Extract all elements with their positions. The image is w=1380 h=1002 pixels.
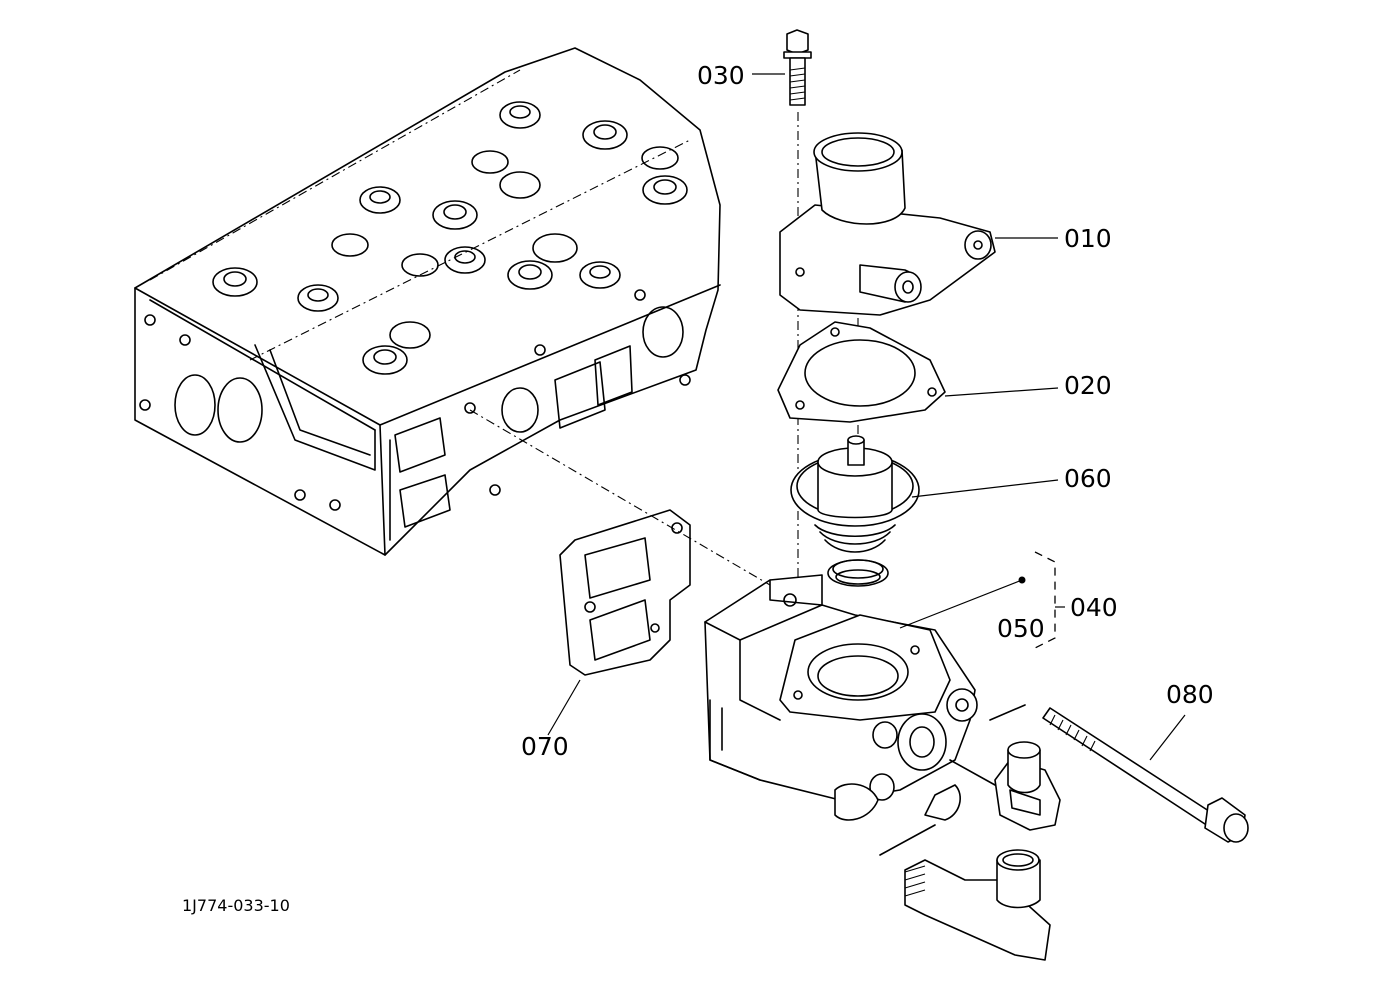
gasket-020 — [777, 321, 946, 440]
callout-label-020: 020 — [1064, 371, 1112, 400]
callout-label-080: 080 — [1166, 680, 1214, 709]
cylinder-head — [134, 47, 721, 556]
gasket-070 — [469, 409, 771, 676]
water-pipe-fittings — [879, 704, 1061, 961]
thermostat-060 — [790, 435, 920, 587]
callout-label-010: 010 — [1064, 224, 1112, 253]
thermostat-cover-010 — [779, 132, 996, 380]
callout-label-070: 070 — [521, 732, 569, 761]
callout-label-060: 060 — [1064, 464, 1112, 493]
callout-leaders — [547, 73, 1186, 761]
callout-label-030: 030 — [697, 61, 745, 90]
thermostat-housing-040 — [704, 574, 978, 821]
callout-label-040: 040 — [1070, 593, 1118, 622]
callout-label-050: 050 — [997, 614, 1045, 643]
callout-labels: 030 010 020 060 040 050 080 070 1J774-03… — [182, 61, 1214, 915]
drawing-reference-code: 1J774-033-10 — [182, 896, 290, 915]
long-bolt-080 — [1042, 707, 1249, 843]
